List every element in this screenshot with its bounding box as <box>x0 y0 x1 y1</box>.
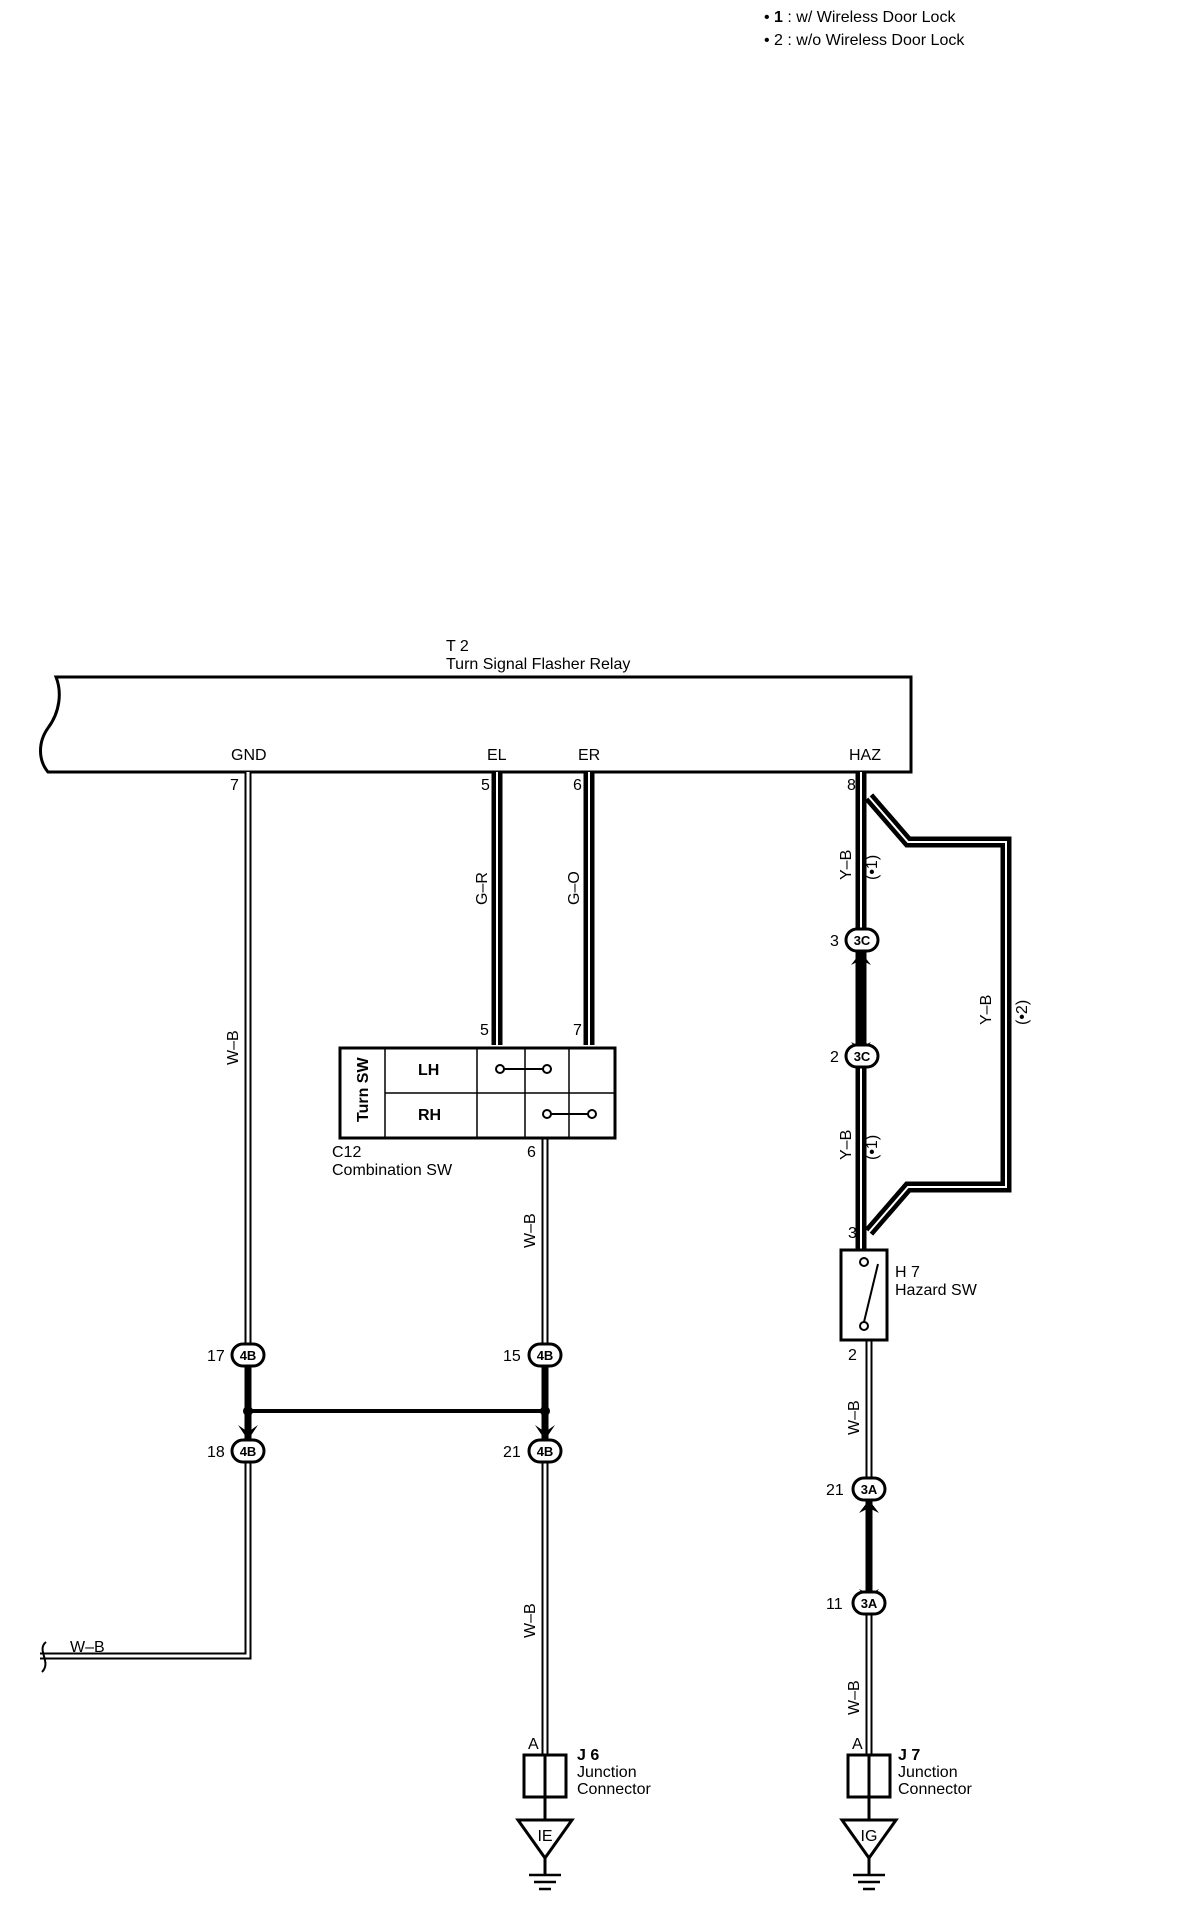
connector-4b-15-pin: 15 <box>503 1348 521 1365</box>
junction-j7-id: J 7 <box>898 1747 920 1764</box>
turn-sw-rh: RH <box>418 1107 441 1124</box>
connector-3a-21: 3A <box>851 1476 887 1502</box>
pin-num-haz-bot: 2 <box>848 1347 857 1364</box>
arrow-4b-15-down <box>535 1425 555 1440</box>
combination-switch <box>338 1046 617 1140</box>
connector-3c-top: 3C <box>844 927 880 953</box>
svg-text:3C: 3C <box>854 1049 871 1064</box>
hazard-switch <box>839 1248 889 1342</box>
pin-num-sw-in-l: 5 <box>480 1022 489 1039</box>
turn-sw-title: Turn SW <box>355 1057 372 1122</box>
turn-sw-lh: LH <box>418 1062 439 1079</box>
combo-sw-id: C12 <box>332 1144 361 1161</box>
relay-box <box>39 675 913 774</box>
wire-label-yb-loop: Y–B <box>978 995 995 1025</box>
connector-4b-15: 4B <box>527 1342 563 1368</box>
svg-text:3A: 3A <box>861 1596 878 1611</box>
pin-num-haz-top: 3 <box>848 1225 857 1242</box>
junction-j6-id: J 6 <box>577 1747 599 1764</box>
wire-label-yb-bot: Y–B <box>838 1130 855 1160</box>
wire-yb-2 <box>864 793 1012 1236</box>
junction-j7 <box>839 1753 899 1891</box>
relay-id: T 2 <box>446 638 469 655</box>
pin-num-el: 5 <box>481 777 490 794</box>
wire-label-wb-gnd: W–B <box>225 1030 242 1065</box>
wire-label-wb-left: W–B <box>70 1639 105 1656</box>
svg-text:4B: 4B <box>240 1444 257 1459</box>
pin-num-sw-in-r: 7 <box>573 1022 582 1039</box>
arrow-3a-up <box>859 1500 879 1513</box>
wire-label-star1-top: (•1) <box>864 855 881 880</box>
connector-3a-11: 3A <box>851 1590 887 1616</box>
note-2: • 2 : w/o Wireless Door Lock <box>764 32 965 49</box>
connector-4b-21: 4B <box>527 1438 563 1464</box>
junction-j7-pin: A <box>852 1736 863 1753</box>
junction-j6-line2: Connector <box>577 1781 651 1798</box>
wire-wb-gnd <box>40 772 252 1660</box>
wire-label-wb-sw2: W–B <box>522 1603 539 1638</box>
relay-pin-gnd: GND <box>231 747 267 764</box>
connector-4b-18-pin: 18 <box>207 1444 225 1461</box>
junction-j7-line1: Junction <box>898 1764 958 1781</box>
combo-sw-name: Combination SW <box>332 1162 453 1179</box>
junction-j6 <box>515 1753 575 1891</box>
svg-text:4B: 4B <box>537 1348 554 1363</box>
hazard-sw-name: Hazard SW <box>895 1282 978 1299</box>
wire-label-wb-haz2: W–B <box>846 1680 863 1715</box>
connector-4b-18: 4B <box>230 1438 266 1464</box>
connector-3a-11-pin: 11 <box>826 1596 843 1613</box>
wire-break-left <box>41 1641 47 1673</box>
note-1: • 1 : w/ Wireless Door Lock <box>764 9 956 26</box>
arrow-3c-up <box>851 952 871 965</box>
wire-label-star2: (•2) <box>1014 1000 1031 1025</box>
connector-4b-17: 4B <box>230 1342 266 1368</box>
arrow-4b-17-down <box>238 1425 258 1440</box>
svg-text:4B: 4B <box>537 1444 554 1459</box>
connector-3c-top-pin: 3 <box>830 933 839 950</box>
junction-j6-line1: Junction <box>577 1764 637 1781</box>
wire-label-gr: G–R <box>474 872 491 905</box>
connector-3a-21-pin: 21 <box>826 1482 844 1499</box>
relay-pin-haz: HAZ <box>849 747 881 764</box>
svg-text:3C: 3C <box>854 933 871 948</box>
hazard-sw-id: H 7 <box>895 1264 920 1281</box>
pin-num-sw-out: 6 <box>527 1144 536 1161</box>
connector-4b-17-pin: 17 <box>207 1348 225 1365</box>
pin-num-haz: 8 <box>847 777 856 794</box>
relay-pin-er: ER <box>578 747 600 764</box>
splice-bus <box>243 1366 550 1440</box>
junction-j7-ground: IG <box>861 1828 878 1845</box>
relay-name: Turn Signal Flasher Relay <box>446 656 630 673</box>
wire-label-yb-top: Y–B <box>838 850 855 880</box>
junction-j6-ground: IE <box>537 1828 552 1845</box>
wire-label-go: G–O <box>566 871 583 905</box>
wire-label-wb-sw: W–B <box>522 1213 539 1248</box>
wire-label-star1-bot: (•1) <box>864 1135 881 1160</box>
junction-j7-line2: Connector <box>898 1781 972 1798</box>
connector-4b-21-pin: 21 <box>503 1444 521 1461</box>
relay-pin-el: EL <box>487 747 507 764</box>
svg-text:4B: 4B <box>240 1348 257 1363</box>
svg-text:3A: 3A <box>861 1482 878 1497</box>
connector-3c-bot: 3C <box>844 1043 880 1069</box>
wire-label-wb-haz: W–B <box>846 1400 863 1435</box>
pin-num-er: 6 <box>573 777 582 794</box>
connector-3c-bot-pin: 2 <box>830 1049 839 1066</box>
junction-j6-pin: A <box>528 1736 539 1753</box>
pin-num-gnd: 7 <box>230 777 239 794</box>
